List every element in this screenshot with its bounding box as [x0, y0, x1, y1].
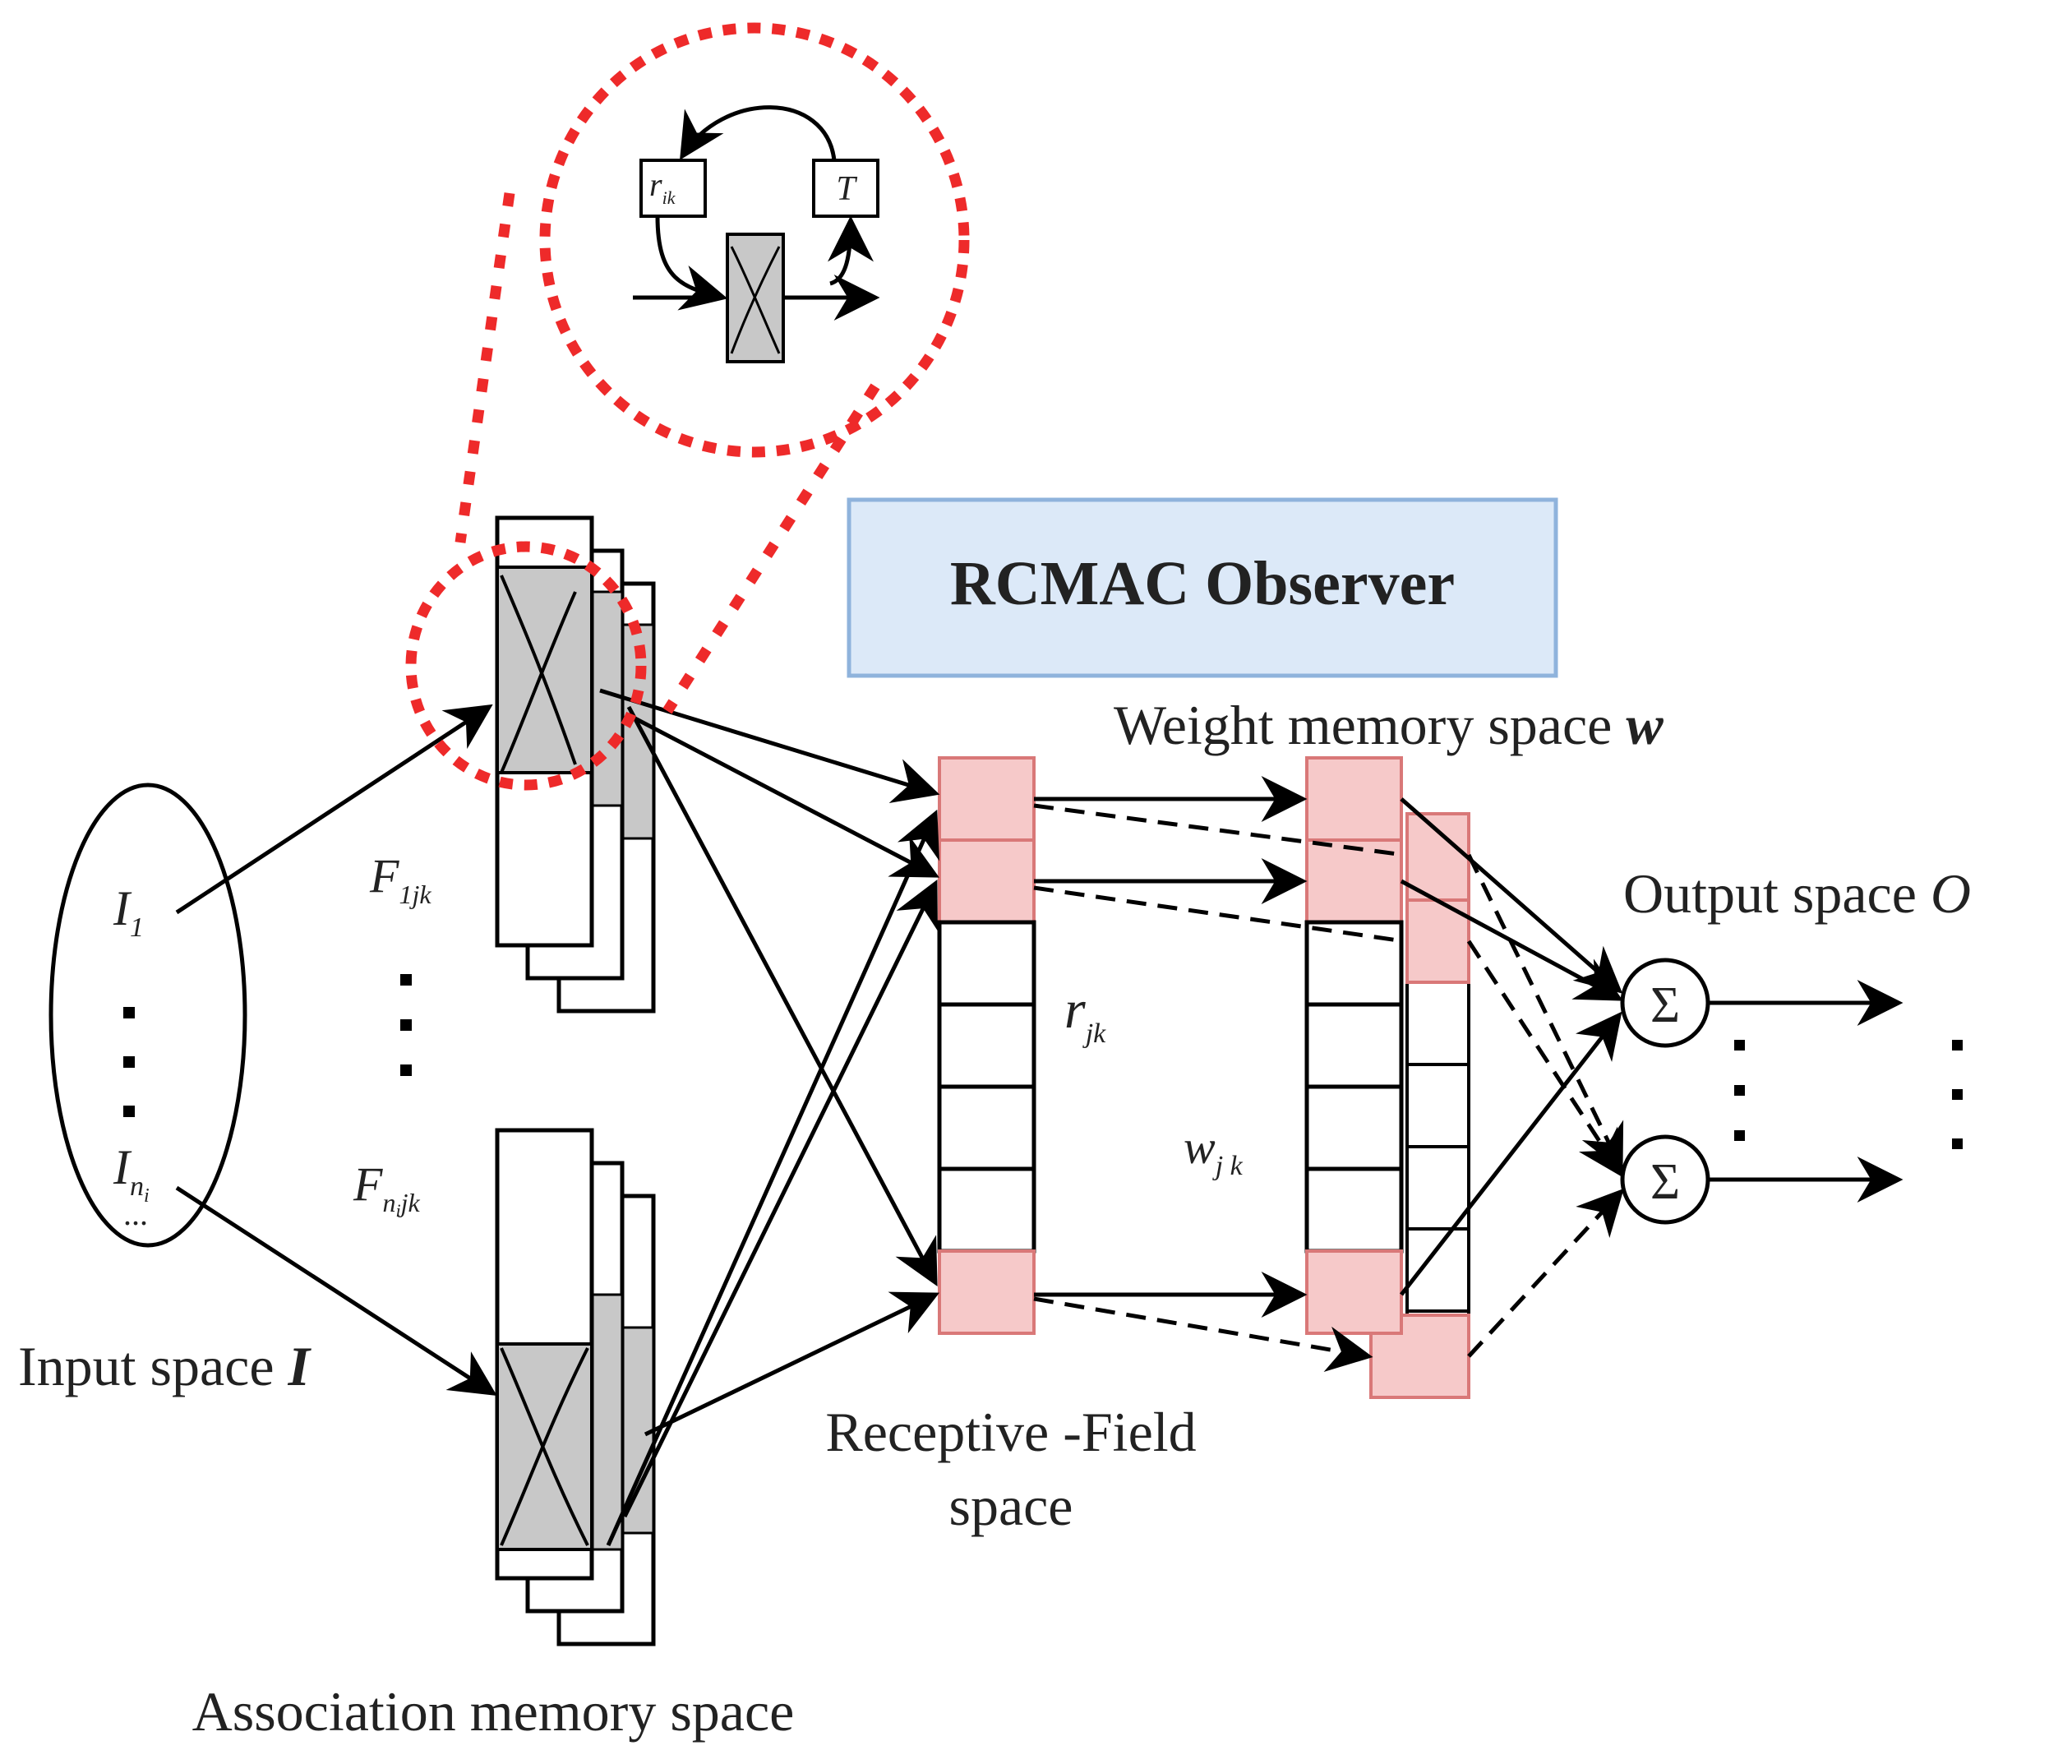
inset-r-symbol: rik — [649, 166, 676, 208]
receptive-symbol: rjk — [1064, 980, 1106, 1049]
association-stack-top: F1jk — [369, 515, 656, 1014]
recurrent-inset: rik T — [405, 22, 970, 791]
sum-symbol-bottom: Σ — [1650, 1154, 1680, 1210]
weight-symbol: wj k — [1184, 1120, 1244, 1181]
association-stack-bottom: Fnijk Association memory space — [192, 1128, 795, 1743]
sum-symbol-top: Σ — [1650, 977, 1680, 1033]
input-first-symbol: I1 — [113, 881, 144, 943]
inset-r-box — [639, 159, 707, 218]
input-trailing-dots: ... — [123, 1195, 148, 1232]
receptive-cell-active — [938, 838, 1036, 924]
receptive-field-label-line2: space — [948, 1475, 1073, 1537]
output-space: Output space O Σ Σ — [1620, 862, 1971, 1225]
highlight-dotted-circle — [405, 541, 647, 791]
inset-dotted-circle — [539, 22, 970, 458]
rcmac-observer-box: RCMAC Observer — [847, 497, 1558, 678]
input-space: I1 Ini ... Input space I — [18, 783, 312, 1397]
input-space-label: Input space I — [18, 1335, 312, 1397]
weight-memory-column: wj k Weight memory space w — [1114, 694, 1664, 1399]
association-vertical-dots — [400, 974, 412, 1076]
assoc-top-symbol: F1jk — [369, 849, 431, 909]
output-dots-right — [1952, 1040, 1963, 1149]
rcmac-observer-title: RCMAC Observer — [950, 549, 1455, 618]
receptive-cell-active — [938, 1249, 1036, 1335]
receptive-field-column: rjk Receptive -Field space — [825, 756, 1197, 1537]
inset-t-symbol: T — [836, 170, 857, 208]
weight-memory-space-label: Weight memory space w — [1114, 694, 1664, 756]
association-memory-space-label: Association memory space — [192, 1680, 795, 1743]
connections — [175, 688, 1904, 1547]
assoc-bottom-symbol: Fnijk — [353, 1157, 420, 1221]
input-last-symbol: Ini — [113, 1140, 150, 1207]
receptive-cell-active — [938, 756, 1036, 842]
output-dots-middle — [1734, 1040, 1745, 1141]
input-ellipse — [48, 783, 247, 1248]
input-vertical-dots — [123, 1007, 135, 1117]
receptive-field-label-line1: Receptive -Field — [825, 1401, 1196, 1463]
output-space-label: Output space O — [1623, 862, 1971, 925]
